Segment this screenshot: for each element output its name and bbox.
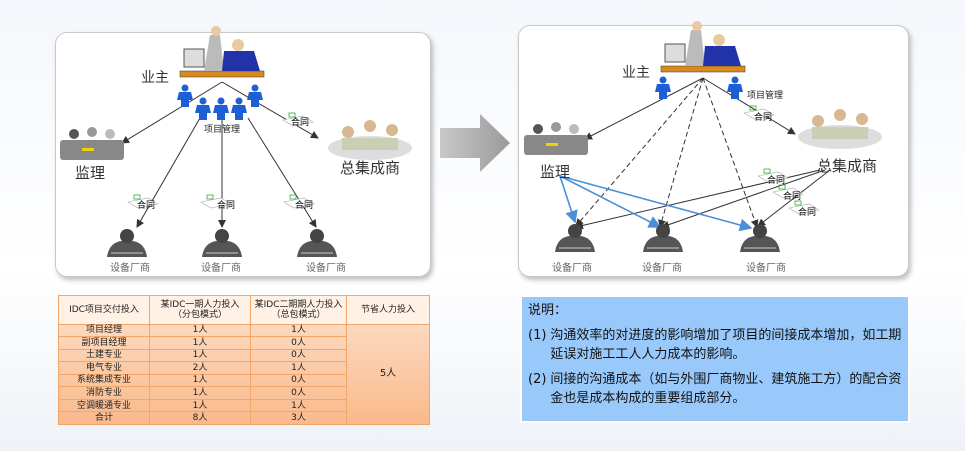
- staffing-comparison-table: IDC项目交付投入 某IDC一期人力投入（分包模式） 某IDC二期期人力投入（总…: [58, 295, 430, 426]
- vendor-label: 设备厂商: [552, 261, 592, 274]
- owner-icon: [660, 20, 746, 73]
- table-cell: 0人: [250, 386, 347, 400]
- table-cell: 空调暖通专业: [58, 398, 150, 413]
- table-cell: 系统集成专业: [58, 373, 150, 388]
- person-icon: [727, 76, 743, 99]
- supervisor-label: 监理: [75, 164, 105, 182]
- table-cell: 3人: [250, 411, 347, 425]
- vendor-icon: [739, 223, 781, 253]
- vendor-label: 设备厂商: [201, 261, 241, 274]
- table-cell: 2人: [149, 361, 251, 375]
- header-cell: IDC项目交付投入: [58, 295, 150, 325]
- integrator-icon: [798, 109, 882, 149]
- contract-label: 合同: [217, 199, 235, 211]
- supervisor-icon: [60, 127, 124, 160]
- person-icon: [177, 84, 193, 107]
- table-cell: 消防专业: [58, 386, 150, 400]
- table-cell: 1人: [149, 348, 251, 363]
- table-cell: 项目经理: [58, 323, 150, 338]
- header-cell: 节省人力投入: [346, 295, 430, 325]
- pm-label: 项目管理: [204, 123, 240, 135]
- vendor-icon: [296, 228, 338, 258]
- vendor-label: 设备厂商: [110, 261, 150, 274]
- integrator-label: 总集成商: [817, 157, 877, 175]
- person-icon: [231, 97, 247, 120]
- contract-label: 合同: [767, 174, 785, 186]
- integrator-icon: [328, 120, 412, 160]
- vendor-label: 设备厂商: [306, 261, 346, 274]
- supervisor-label: 监理: [540, 163, 570, 181]
- explanation-box: 说明： (1)沟通效率的对进度的影响增加了项目的间接成本增加，如工期延误对施工工…: [520, 295, 910, 423]
- table-cell: 1人: [149, 398, 251, 413]
- table-cell: 8人: [149, 411, 251, 425]
- table-cell: 副项目经理: [58, 336, 150, 350]
- table-cell: 1人: [250, 323, 347, 338]
- person-icon: [247, 84, 263, 107]
- note-title: 说明：: [528, 303, 568, 318]
- contract-label: 合同: [783, 190, 801, 202]
- contract-label: 合同: [754, 111, 772, 123]
- vendor-label: 设备厂商: [642, 261, 682, 274]
- table-cell: 1人: [149, 373, 251, 388]
- left-diagram: [121, 81, 319, 228]
- integrator-label: 总集成商: [340, 159, 400, 177]
- table-header-row: IDC项目交付投入 某IDC一期人力投入（分包模式） 某IDC二期期人力投入（总…: [58, 295, 430, 325]
- table-cell: 电气专业: [58, 361, 150, 375]
- table-cell: 0人: [250, 336, 347, 350]
- owner-icon: [179, 25, 265, 78]
- table-cell: 1人: [250, 361, 347, 375]
- vendor-icon: [642, 223, 684, 253]
- vendor-label: 设备厂商: [746, 261, 786, 274]
- saved-staff-cell: 5人: [346, 323, 430, 426]
- vendor-icon: [554, 223, 596, 253]
- header-cell: 某IDC二期期人力投入（总包模式）: [250, 295, 347, 325]
- table-cell: 土建专业: [58, 348, 150, 363]
- pm-label: 项目管理: [747, 89, 783, 101]
- table-cell: 0人: [250, 373, 347, 388]
- vendor-icon: [201, 228, 243, 258]
- person-icon: [213, 97, 229, 120]
- table-cell: 1人: [149, 323, 251, 338]
- owner-label: 业主: [622, 65, 650, 81]
- contract-label: 合同: [798, 206, 816, 218]
- contract-label: 合同: [291, 116, 309, 128]
- header-cell: 某IDC一期人力投入（分包模式）: [149, 295, 251, 325]
- table-cell: 0人: [250, 348, 347, 363]
- contract-label: 合同: [137, 199, 155, 211]
- table-cell: 合计: [58, 411, 150, 425]
- person-icon: [195, 97, 211, 120]
- transition-arrow-icon: [440, 114, 510, 172]
- supervisor-icon: [524, 122, 588, 155]
- owner-label: 业主: [141, 70, 169, 86]
- vendor-icon: [106, 228, 148, 258]
- contract-label: 合同: [295, 199, 313, 211]
- table-cell: 1人: [149, 336, 251, 350]
- note-item: (2)间接的沟通成本（如与外围厂商物业、建筑施工方）的配合资金也是成本构成的重要…: [528, 372, 902, 406]
- table-cell: 1人: [149, 386, 251, 400]
- note-item: (1)沟通效率的对进度的影响增加了项目的间接成本增加，如工期延误对施工工人人力成…: [528, 328, 902, 362]
- right-diagram: [559, 77, 831, 232]
- table-cell: 1人: [250, 398, 347, 413]
